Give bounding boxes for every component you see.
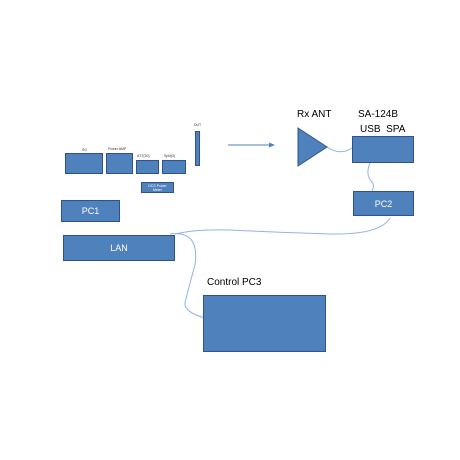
cable-rx-ant-to-spa [326,146,353,153]
power-amp-block[interactable] [106,153,133,174]
cable-spa-to-pc2 [367,162,374,192]
pc2-block[interactable]: PC2 [353,191,414,216]
control-pc3-block[interactable] [203,295,326,352]
dut-block[interactable] [195,131,200,166]
pc1-block[interactable]: PC1 [61,200,120,222]
power-amp-label: Power AMP [108,147,127,151]
power-meter-label: DCS Power Meter [148,184,167,192]
signal-arrow-head [269,142,275,148]
control-pc3-label: Control PC3 [207,277,262,288]
spa-type-label: USB SPA [360,124,406,135]
spectrum-analyzer-block[interactable] [352,136,414,163]
cable-lan-to-pc3 [169,233,206,319]
splitter-block[interactable] [162,160,186,174]
attenuator-block[interactable] [136,160,159,174]
lan-label: LAN [110,243,128,253]
power-meter-block[interactable]: DCS Power Meter [141,182,174,193]
signal-generator-block[interactable] [65,153,103,174]
splitter-label: Split(3) [164,154,176,158]
lan-block[interactable]: LAN [63,235,175,261]
cable-pc2-to-lan [174,217,391,235]
pc1-label: PC1 [81,206,100,216]
spa-model-label: SA-124B [358,109,399,120]
sg-label: SG [82,148,88,152]
dut-label: DUT [194,123,202,127]
attenuator-label: ATT(30) [137,154,150,158]
rx-ant-label: Rx ANT [297,109,332,120]
pc2-label: PC2 [374,198,393,209]
